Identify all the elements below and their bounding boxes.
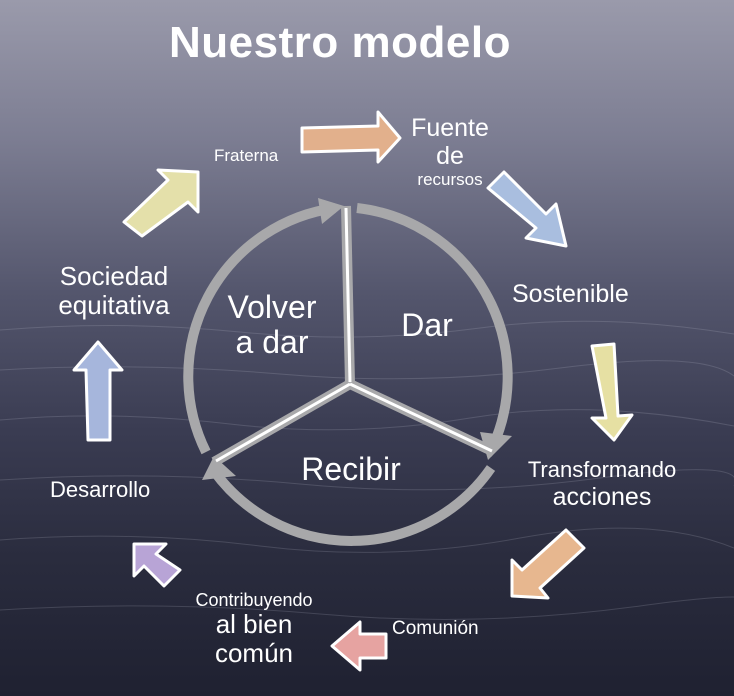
arrow-contribuyendo-to-desarrollo: [132, 542, 182, 588]
label-transformando-line2: acciones: [552, 482, 652, 511]
ring-arc-dar: [356, 203, 513, 449]
ring-arc-volver: [183, 203, 336, 455]
label-transformando-acciones: Transformando acciones: [502, 457, 702, 511]
label-sociedad-equitativa: Sociedad equitativa: [44, 261, 184, 321]
label-fraterna: Fraterna: [214, 146, 279, 165]
label-fuente-line1: Fuente: [411, 114, 489, 142]
label-contribuyendo-line3: común: [214, 638, 294, 669]
ring-arrowhead-top: [318, 198, 344, 224]
label-fuente-line3: recursos: [417, 170, 483, 189]
label-fuente-line2: de: [436, 142, 464, 170]
center-ring: [183, 203, 513, 546]
arrow-transformando-to-comunion: [510, 528, 586, 600]
arrow-desarrollo-to-sociedad: [72, 340, 124, 442]
arrow-comunion-to-contribuyendo: [330, 620, 388, 672]
label-contribuyendo-line1: Contribuyendo: [195, 590, 313, 610]
label-recibir: Recibir: [301, 451, 401, 487]
label-sociedad-line1: Sociedad: [59, 261, 169, 291]
label-transformando-line1: Transformando: [527, 457, 677, 482]
page-title: Nuestro modelo: [169, 18, 511, 67]
arrow-sostenible-to-transformando: [590, 342, 634, 442]
label-dar: Dar: [401, 307, 453, 343]
arrow-fraterna-to-fuente: [300, 110, 402, 164]
label-contribuyendo-line2: al bien: [215, 609, 293, 640]
arrow-sociedad-to-fraterna: [122, 168, 200, 238]
ring-arc-recibir: [209, 465, 496, 546]
label-volver-line2: a dar: [235, 324, 309, 361]
label-contribuyendo-al-bien-comun: Contribuyendo al bien común: [182, 590, 326, 668]
label-desarrollo: Desarrollo: [50, 477, 151, 502]
arrow-fuente-to-sostenible: [486, 170, 568, 248]
label-sostenible: Sostenible: [512, 280, 629, 308]
label-volver-line1: Volver: [227, 289, 317, 325]
label-fuente-de-recursos: Fuente de recursos: [400, 114, 500, 189]
label-volver-a-dar: Volver a dar: [206, 289, 338, 361]
ring-arrowhead-left: [202, 456, 236, 480]
label-sociedad-line2: equitativa: [58, 290, 170, 321]
label-comunion: Comunión: [392, 618, 479, 639]
